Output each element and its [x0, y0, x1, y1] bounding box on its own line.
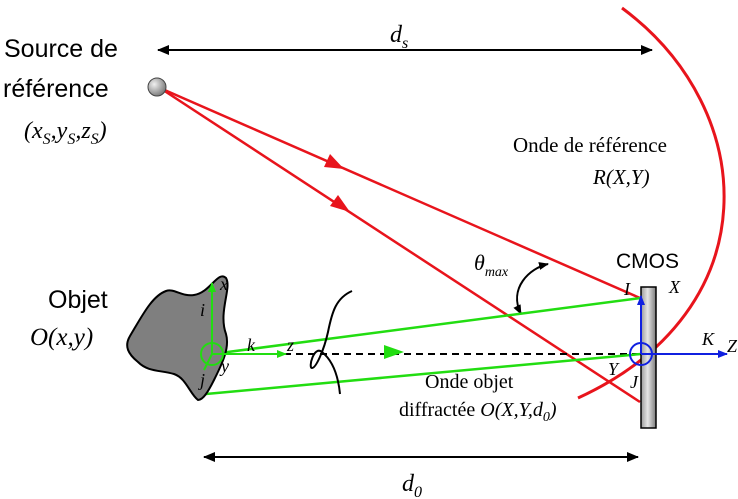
object-ray-arrowhead: [384, 345, 404, 359]
reference-wave-label: Onde de référence: [513, 133, 667, 157]
source-label-line1: Source de: [4, 35, 118, 63]
object-ray-upper: [219, 296, 642, 355]
theta-max-label: θmax: [474, 250, 509, 280]
reference-wave-formula: R(X,Y): [592, 165, 650, 189]
cmos-sensor: [640, 286, 657, 429]
reference-ray-lower: [159, 86, 641, 404]
object-axis-j-label: j: [198, 370, 205, 390]
object-axis-i-label: i: [200, 300, 205, 320]
object-label: Objet: [48, 286, 108, 314]
cmos-axis-I-label: I: [623, 279, 631, 299]
reference-ray-arrowhead-upper: [324, 154, 344, 169]
source-label-line2: référence: [3, 75, 109, 103]
object-formula: O(x,y): [30, 324, 93, 351]
d0-label: d0: [402, 471, 422, 499]
cmos-origin-circle: [629, 342, 653, 366]
object-axis-y-label: y: [219, 356, 229, 376]
object-axis-k-label: k: [247, 335, 256, 355]
theta-max-arc-arrow: [513, 262, 549, 315]
cmos-axis-J-label: J: [630, 372, 639, 392]
object-axis-x-label: x: [219, 274, 228, 294]
cmos-axis-Z-label: Z: [727, 336, 738, 356]
object-origin-circle: [200, 342, 224, 366]
object-shape: [126, 275, 229, 402]
ds-label: ds: [390, 22, 408, 52]
reference-source-point: [147, 77, 167, 97]
cmos-axis-Y-label: Y: [608, 359, 620, 379]
object-wave-label-line1: Onde objet: [425, 371, 514, 393]
diffraction-wavelet: [309, 290, 353, 395]
reference-ray-arrowhead-lower: [330, 195, 350, 212]
object-axis-y: [203, 353, 213, 371]
source-coordinates: (xS,yS,zS): [24, 118, 107, 148]
cmos-axis-X-label: X: [668, 277, 681, 297]
object-ray-lower: [194, 352, 642, 397]
object-axis-z-label: z: [286, 335, 294, 355]
object-wave-label-line2: diffractée O(X,Y,d0): [399, 399, 557, 425]
reference-ray-upper: [159, 86, 641, 300]
cmos-label: CMOS: [616, 250, 679, 273]
cmos-axis-K-label: K: [701, 329, 715, 349]
